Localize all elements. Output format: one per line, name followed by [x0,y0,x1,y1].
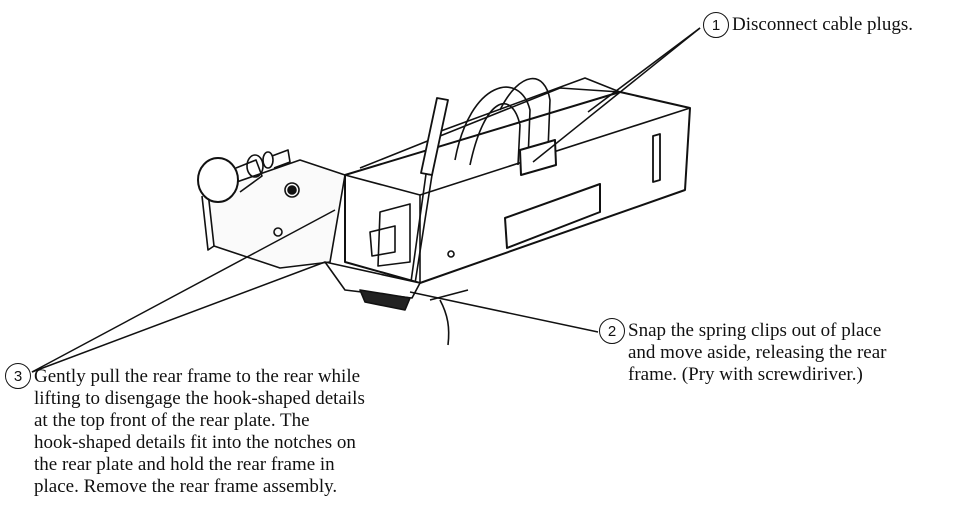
callout-1: 1 Disconnect cable plugs. [703,12,913,38]
leader-lines [31,27,701,373]
callout-number: 3 [5,363,31,389]
callout-text: Gently pull the rear frame to the rear w… [34,366,365,497]
callout-text: Snap the spring clips out of place and m… [628,320,887,385]
spring-clip-illustration [324,261,469,346]
callout-number: 1 [703,12,729,38]
callout-2: 2 Snap the spring clips out of place and… [599,318,976,386]
knob-assembly [197,149,297,203]
rear-plate [201,159,346,269]
callout-text: Disconnect cable plugs. [732,14,913,35]
main-housing [344,77,691,284]
callout-3: 3 Gently pull the rear frame to the rear… [5,363,534,498]
callout-number: 2 [599,318,625,344]
